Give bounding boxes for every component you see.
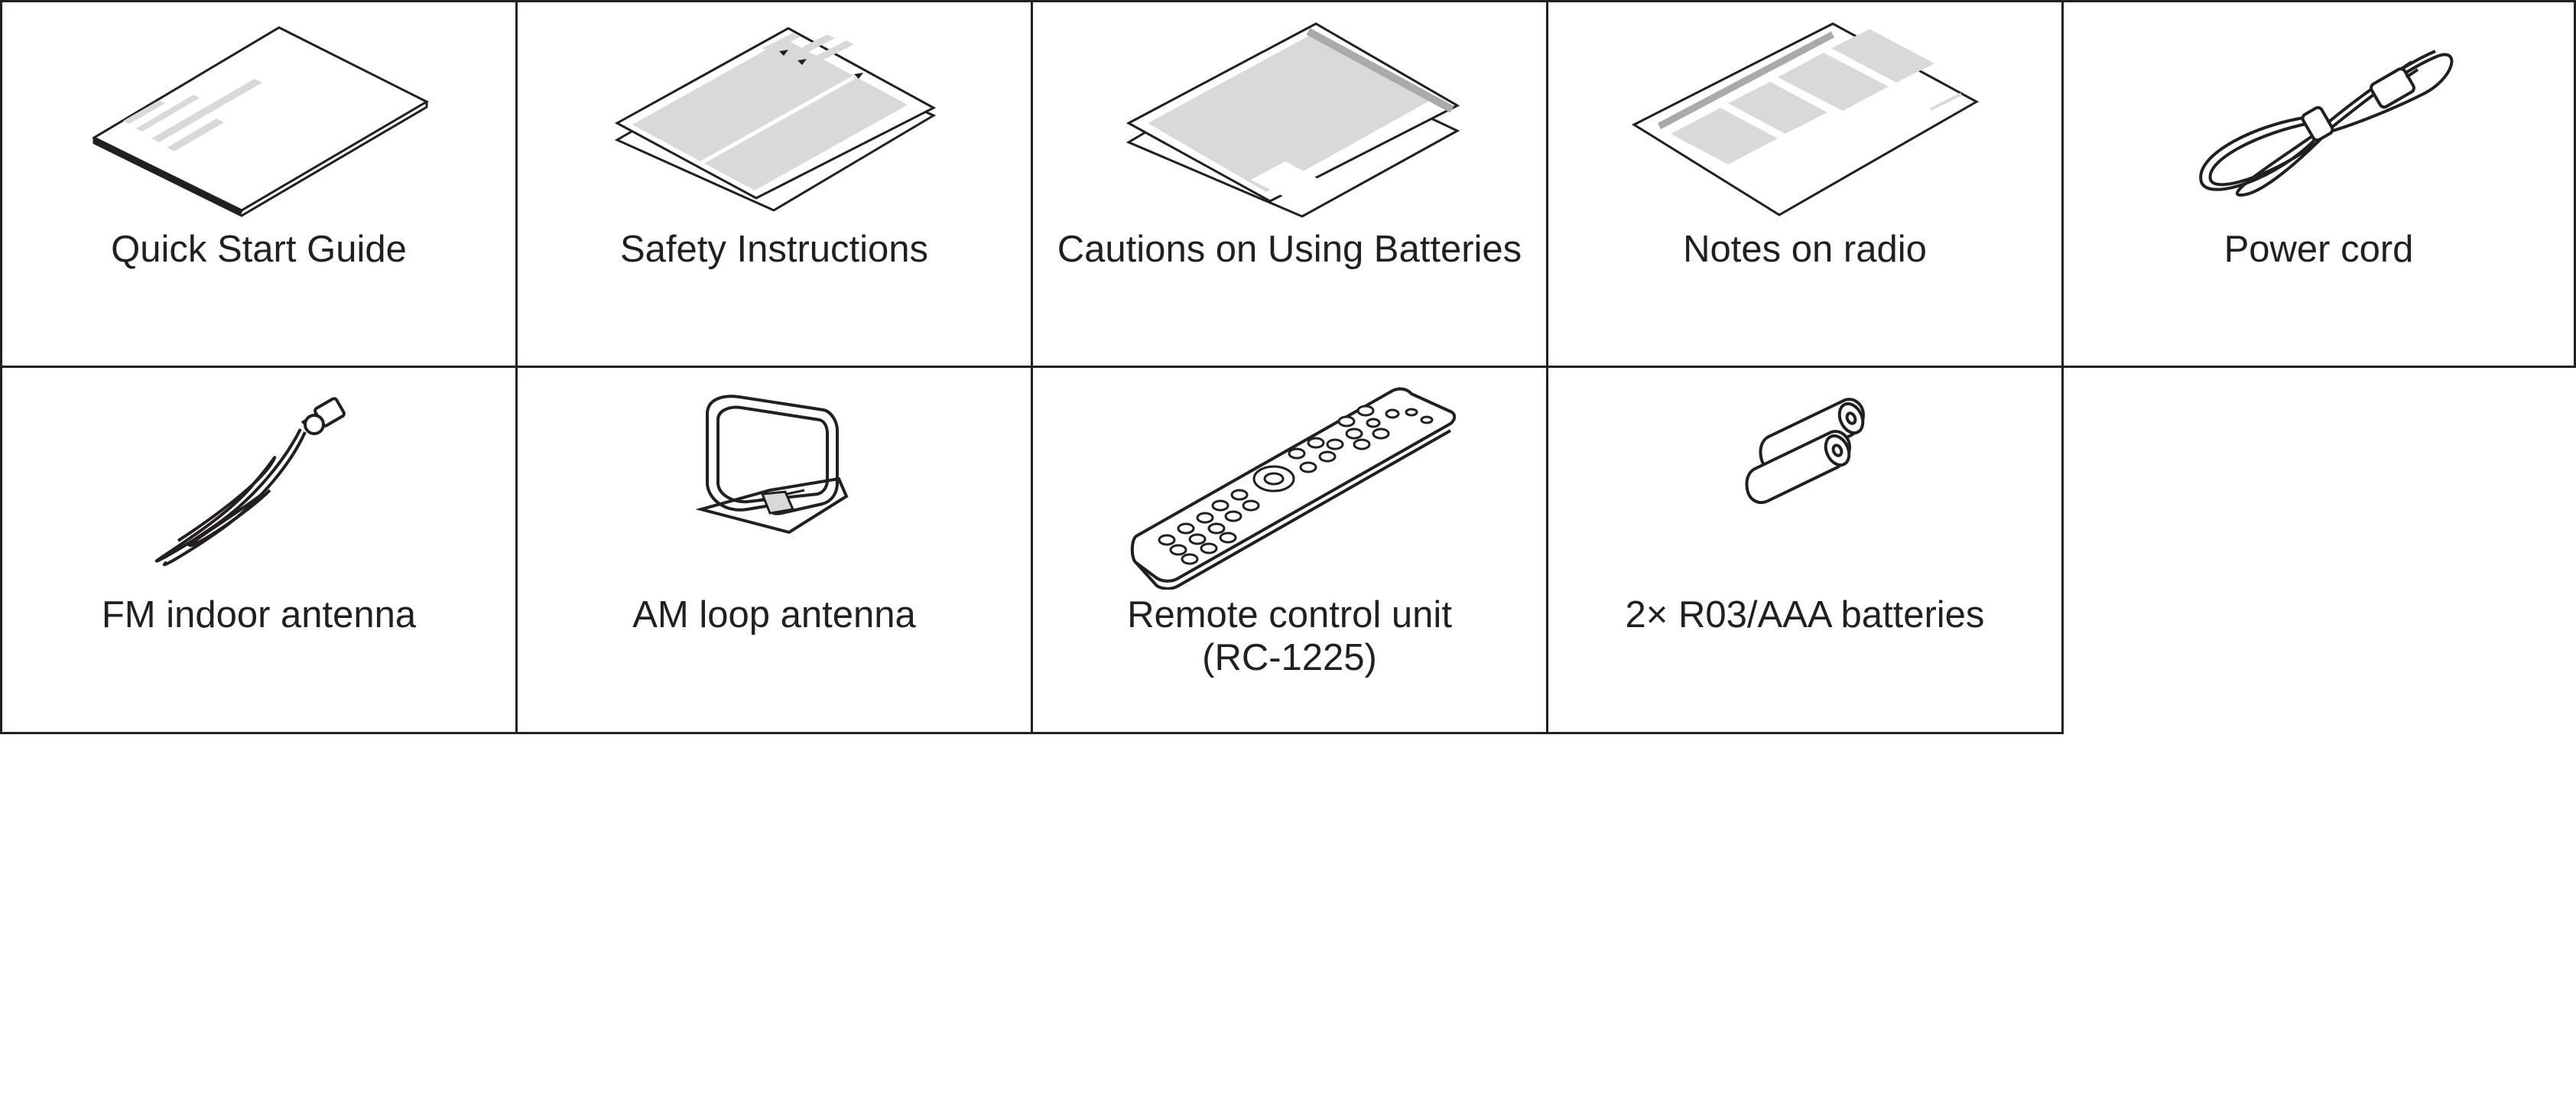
cell-fm-indoor-antenna: FM indoor antenna bbox=[0, 366, 518, 734]
cell-remote-control: Remote control unit (RC-1225) bbox=[1031, 366, 1548, 734]
folded-sheet-icon bbox=[614, 27, 937, 212]
item-label: Safety Instructions bbox=[619, 229, 929, 270]
fm-antenna-icon bbox=[154, 397, 346, 567]
cell-safety-instructions: Safety Instructions bbox=[515, 0, 1033, 368]
batteries-icon bbox=[1745, 398, 1866, 504]
item-label: 2× R03/AAA batteries bbox=[1625, 594, 1985, 636]
remote-control-icon bbox=[1130, 387, 1457, 590]
cell-quick-start-guide: Quick Start Guide bbox=[0, 0, 518, 368]
cell-power-cord: Power cord bbox=[2061, 0, 2576, 368]
cell-am-loop-antenna: AM loop antenna bbox=[515, 366, 1033, 734]
item-label: AM loop antenna bbox=[632, 594, 916, 636]
sheet-icon bbox=[1631, 22, 1980, 216]
item-label: Remote control unit bbox=[1127, 594, 1452, 636]
cell-cautions-batteries: Cautions on Using Batteries bbox=[1031, 0, 1548, 368]
item-label: Notes on radio bbox=[1683, 229, 1927, 270]
power-cord-icon bbox=[2199, 50, 2454, 197]
cell-batteries: 2× R03/AAA batteries bbox=[1546, 366, 2064, 734]
item-label: Cautions on Using Batteries bbox=[1057, 229, 1522, 270]
item-label: Quick Start Guide bbox=[111, 229, 407, 270]
item-model-number: (RC-1225) bbox=[1202, 637, 1377, 678]
am-loop-antenna-icon bbox=[695, 395, 849, 535]
folded-sheet-icon bbox=[1126, 22, 1460, 218]
booklet-icon bbox=[91, 26, 430, 217]
item-label: Power cord bbox=[2224, 229, 2414, 270]
accessories-grid: Quick Start Guide Safety Instructions Ca… bbox=[0, 0, 2576, 734]
item-label: FM indoor antenna bbox=[101, 594, 417, 636]
cell-notes-on-radio: Notes on radio bbox=[1546, 0, 2064, 368]
